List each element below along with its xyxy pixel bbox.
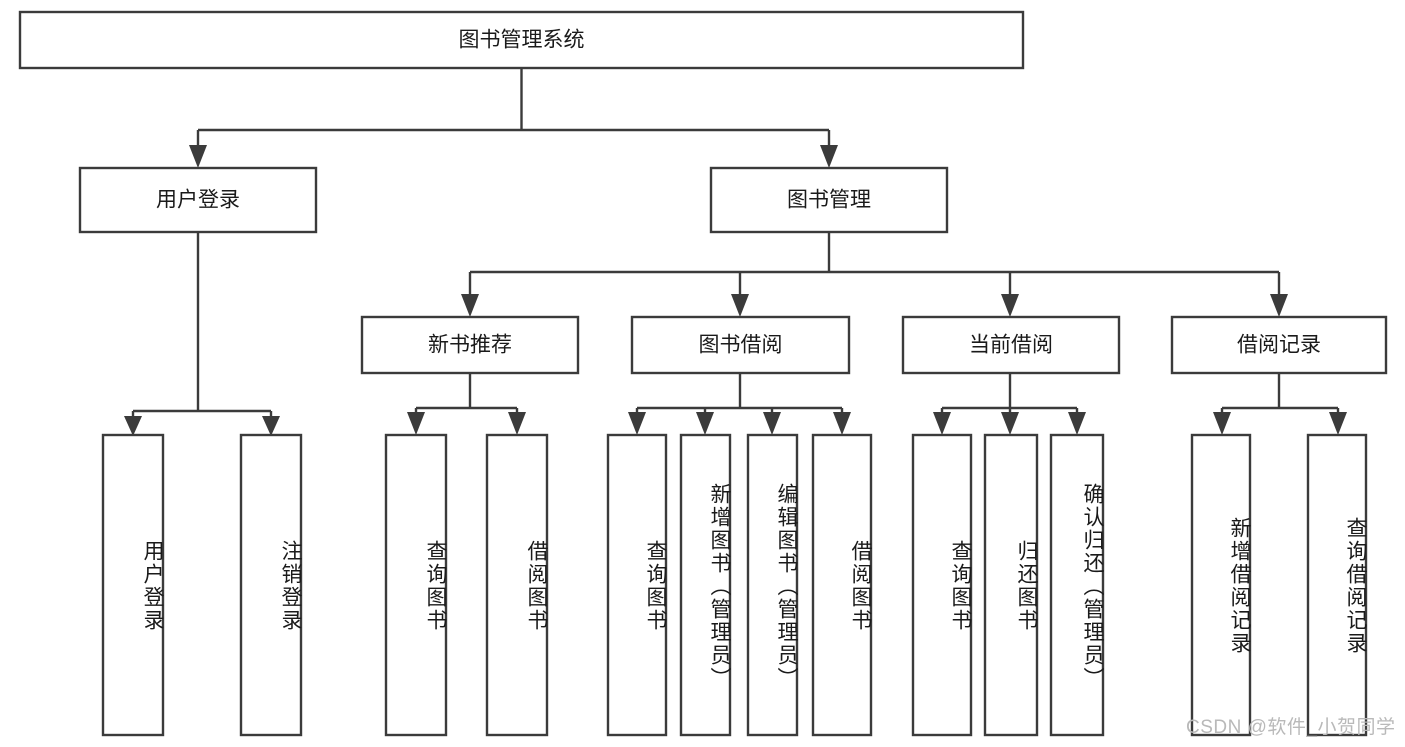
arrow-head-current-borrow-leaf-3 xyxy=(1068,412,1086,435)
arrow-head-user-login-leaf-1 xyxy=(124,416,142,436)
leaf-box-book-borrow-2[interactable] xyxy=(679,433,732,737)
leaf-box-current-borrow-2[interactable] xyxy=(983,433,1039,737)
arrow-head-borrow-record-leaf-1 xyxy=(1213,412,1231,435)
node-new-book-recommend-label: 新书推荐 xyxy=(428,334,512,357)
connector-group-new-book xyxy=(407,373,526,435)
node-book-management[interactable] xyxy=(709,166,949,234)
csdn-watermark: CSDN @软件_小贺同学 xyxy=(1186,717,1396,738)
arrow-head-new-book-leaf-2 xyxy=(508,412,526,435)
arrow-head-book-mgmt xyxy=(820,145,838,168)
node-user-login-label: 用户登录 xyxy=(156,189,240,212)
connector-group-user-login xyxy=(124,232,280,436)
connector-group-book-borrow xyxy=(628,373,851,435)
leaf-box-book-borrow-3[interactable] xyxy=(746,433,799,737)
arrow-head-book-borrow-leaf-3 xyxy=(763,412,781,435)
node-current-borrow[interactable] xyxy=(901,315,1121,375)
arrow-head-borrow-record-leaf-2 xyxy=(1329,412,1347,435)
leaf-box-new-book-1[interactable] xyxy=(384,433,448,737)
node-borrow-record[interactable] xyxy=(1170,315,1388,375)
node-root[interactable] xyxy=(18,10,1025,70)
node-borrow-record-label: 借阅记录 xyxy=(1237,334,1321,357)
arrow-head-new-book-leaf-1 xyxy=(407,412,425,435)
leaf-box-user-login-2[interactable] xyxy=(239,433,303,737)
arrow-head-user-login-leaf-2 xyxy=(262,416,280,436)
node-new-book-recommend[interactable] xyxy=(360,315,580,375)
arrow-head-current-borrow-leaf-1 xyxy=(933,412,951,435)
arrow-head-user-login xyxy=(189,145,207,168)
node-user-login[interactable] xyxy=(78,166,318,234)
leaf-box-current-borrow-3[interactable] xyxy=(1049,433,1105,737)
arrow-head-borrow-record xyxy=(1270,294,1288,317)
arrow-head-book-borrow-leaf-1 xyxy=(628,412,646,435)
leaf-box-borrow-record-2[interactable] xyxy=(1306,433,1368,737)
connector-group-book-mgmt xyxy=(461,232,1288,317)
arrow-head-new-book xyxy=(461,294,479,317)
leaf-box-current-borrow-1[interactable] xyxy=(911,433,973,737)
arrow-head-current-borrow xyxy=(1001,294,1019,317)
leaf-box-user-login-1[interactable] xyxy=(101,433,165,737)
node-book-management-label: 图书管理 xyxy=(787,189,871,212)
leaf-box-borrow-record-1[interactable] xyxy=(1190,433,1252,737)
node-current-borrow-label: 当前借阅 xyxy=(969,334,1053,357)
leaf-box-book-borrow-4[interactable] xyxy=(811,433,873,737)
arrow-head-current-borrow-leaf-2 xyxy=(1001,412,1019,435)
connector-group-current-borrow xyxy=(933,373,1086,435)
connector-group-borrow-record xyxy=(1213,373,1347,435)
arrow-head-book-borrow-leaf-4 xyxy=(833,412,851,435)
arrow-head-book-borrow-leaf-2 xyxy=(696,412,714,435)
node-book-borrow-label: 图书借阅 xyxy=(699,334,783,357)
node-book-borrow[interactable] xyxy=(630,315,851,375)
arrow-head-book-borrow xyxy=(731,294,749,317)
node-root-label: 图书管理系统 xyxy=(459,29,585,52)
leaf-box-book-borrow-1[interactable] xyxy=(606,433,668,737)
leaf-box-new-book-2[interactable] xyxy=(485,433,549,737)
connector-group-root xyxy=(189,68,838,168)
